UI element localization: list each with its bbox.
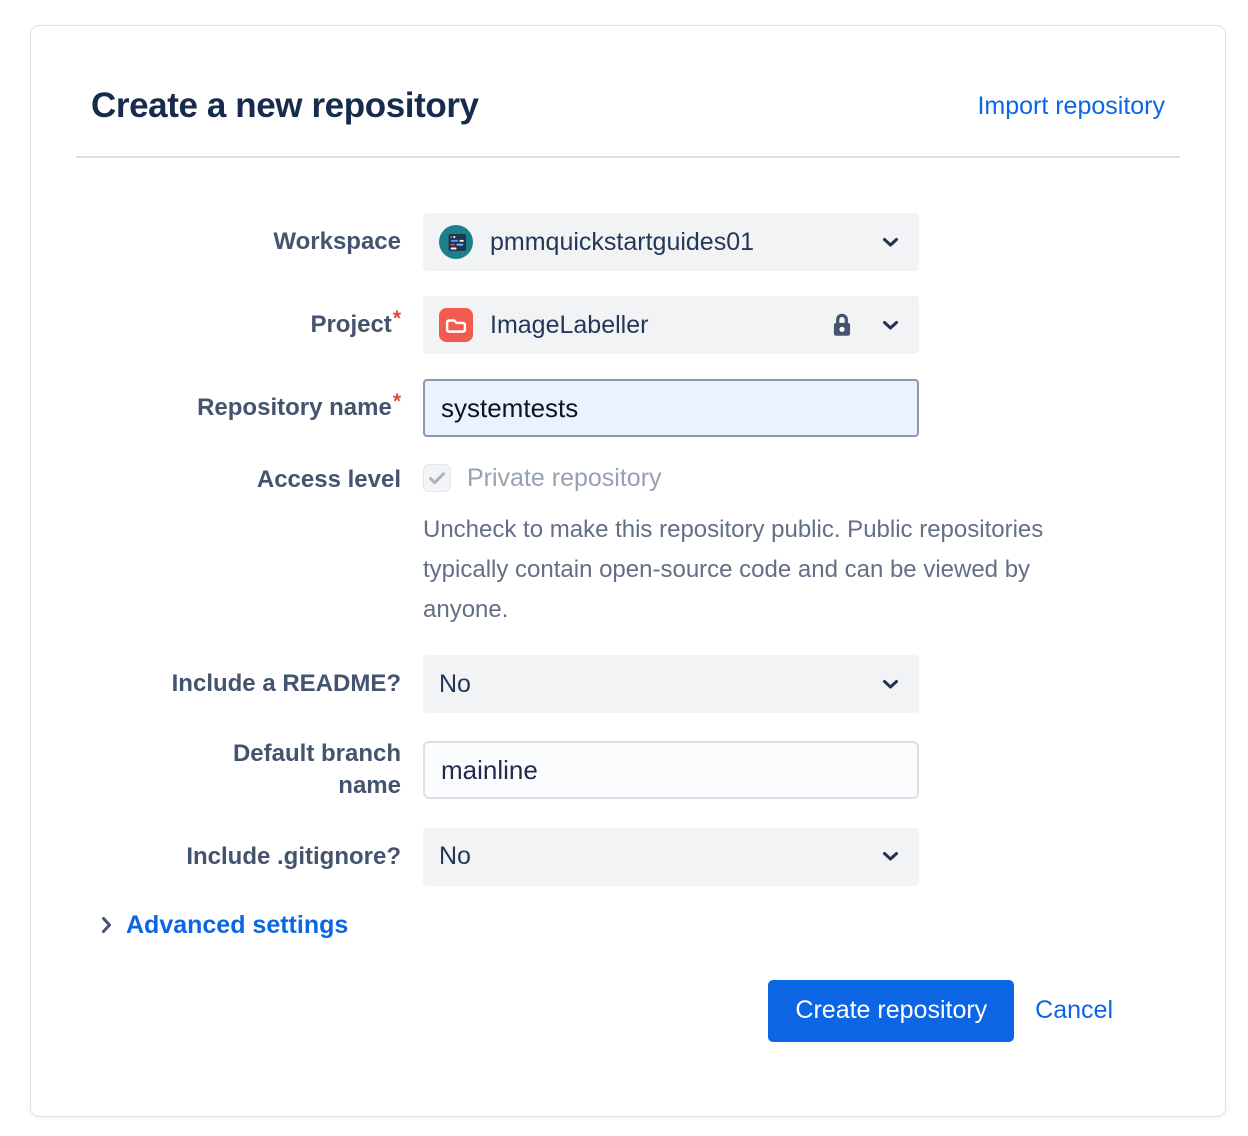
project-row: Project* ImageLabeller xyxy=(91,296,1165,354)
advanced-settings-toggle[interactable]: Advanced settings xyxy=(101,911,1165,940)
advanced-settings-link[interactable]: Advanced settings xyxy=(126,910,349,939)
include-gitignore-select[interactable]: No xyxy=(423,827,919,886)
lock-icon xyxy=(829,311,855,339)
header-divider xyxy=(76,156,1180,158)
project-value: ImageLabeller xyxy=(490,310,649,339)
repository-name-label: Repository name* xyxy=(197,389,401,421)
private-repository-option: Private repository xyxy=(423,462,1165,494)
chevron-down-icon xyxy=(882,237,899,248)
create-repository-form: Workspace pmmquicksta xyxy=(91,213,1165,886)
chevron-right-icon xyxy=(101,916,112,934)
page-title: Create a new repository xyxy=(91,86,479,125)
include-readme-label: Include a README? xyxy=(171,669,401,697)
cancel-button[interactable]: Cancel xyxy=(1035,996,1113,1025)
access-level-help-text: Uncheck to make this repository public. … xyxy=(423,516,1044,623)
project-folder-icon xyxy=(439,308,473,342)
access-level-field: Private repository Uncheck to make this … xyxy=(423,462,1165,630)
include-gitignore-label: Include .gitignore? xyxy=(186,842,401,870)
create-repository-modal: Create a new repository Import repositor… xyxy=(30,25,1226,1117)
project-label: Project* xyxy=(310,306,401,338)
chevron-down-icon xyxy=(882,320,899,331)
workspace-select[interactable]: pmmquickstartguides01 xyxy=(423,213,919,271)
repository-name-input[interactable] xyxy=(423,379,919,437)
include-readme-row: Include a README? No xyxy=(91,655,1165,713)
include-readme-value: No xyxy=(439,669,471,698)
import-repository-link[interactable]: Import repository xyxy=(977,91,1165,120)
check-icon xyxy=(429,471,445,484)
workspace-row: Workspace pmmquicksta xyxy=(91,213,1165,271)
default-branch-input[interactable] xyxy=(423,741,919,800)
workspace-label: Workspace xyxy=(273,227,401,255)
include-gitignore-value: No xyxy=(439,842,471,871)
modal-header: Create a new repository Import repositor… xyxy=(91,86,1165,126)
chevron-down-icon xyxy=(882,679,899,690)
create-repository-button[interactable]: Create repository xyxy=(768,979,1015,1042)
include-gitignore-row: Include .gitignore? No xyxy=(91,827,1165,886)
default-branch-label: Default branch name xyxy=(232,740,401,800)
workspace-avatar-icon xyxy=(439,225,473,259)
workspace-value: pmmquickstartguides01 xyxy=(490,227,755,256)
repository-name-row: Repository name* xyxy=(91,379,1165,437)
access-level-row: Access level Private repository Uncheck … xyxy=(91,462,1165,630)
modal-footer: Create repository Cancel xyxy=(91,979,1165,1042)
access-level-label: Access level xyxy=(256,466,401,493)
default-branch-row: Default branch name xyxy=(91,738,1165,803)
project-select[interactable]: ImageLabeller xyxy=(423,296,919,354)
required-asterisk: * xyxy=(392,389,401,413)
include-readme-select[interactable]: No xyxy=(423,655,919,713)
required-asterisk: * xyxy=(392,306,401,330)
chevron-down-icon xyxy=(882,851,899,862)
private-repository-checkbox[interactable] xyxy=(423,464,451,492)
private-repository-label: Private repository xyxy=(467,463,662,492)
